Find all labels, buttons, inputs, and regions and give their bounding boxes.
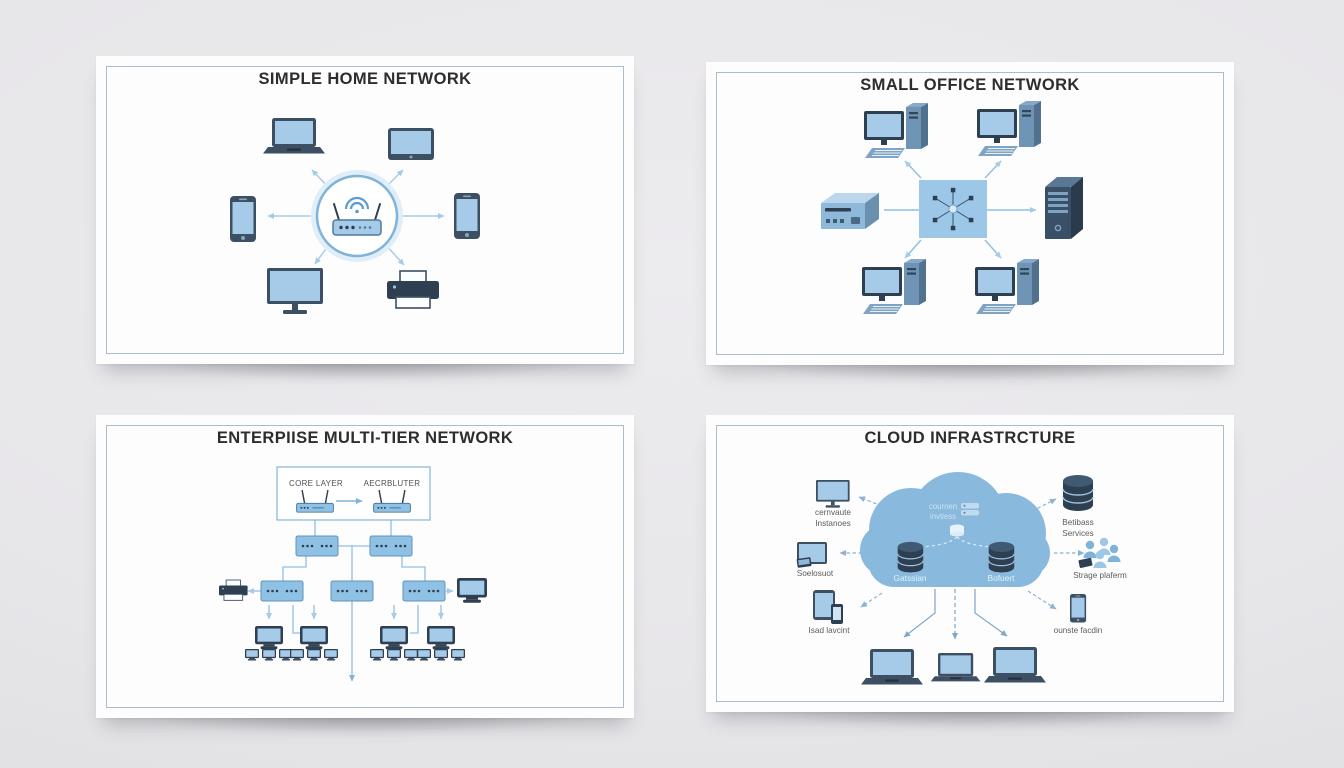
hub-spoke-icon bbox=[932, 187, 974, 231]
cloud-dashed-arrows bbox=[839, 496, 1085, 610]
database-icon bbox=[1062, 474, 1094, 512]
cloud-infrastructure-card: CLOUD INFRASTRCTURE cournen invtiess Gat… bbox=[706, 415, 1234, 712]
pc-group bbox=[245, 626, 293, 661]
database-icon bbox=[897, 541, 924, 574]
tablet-icon bbox=[388, 128, 434, 160]
load-client-label: Isad lavcint bbox=[809, 626, 851, 635]
distribution-label: AECRBLUTER bbox=[364, 479, 421, 488]
network-switch-icon bbox=[260, 580, 304, 602]
mini-monitor-icon bbox=[457, 578, 487, 603]
database-label-line2: Services bbox=[1062, 529, 1093, 538]
smartphone-icon bbox=[230, 196, 256, 242]
office-network-card: SMALL OFFICE NETWORK bbox=[706, 62, 1234, 365]
monitor-laptop-icon bbox=[796, 542, 827, 568]
database-label-line1: Betibass bbox=[1062, 518, 1093, 527]
enterprise-card-title: ENTERPIISE MULTI-TIER NETWORK bbox=[216, 429, 514, 447]
smartphone-icon bbox=[1070, 594, 1087, 623]
pc-group bbox=[370, 626, 418, 661]
cloud-infrastructure-diagram: cournen invtiess Gatssian Bofuert bbox=[796, 472, 1127, 685]
office-arrows bbox=[884, 160, 1037, 259]
tablet-phone-icon bbox=[813, 590, 843, 624]
enterprise-network-diagram: CORE LAYER AECRBLUTER bbox=[218, 466, 487, 682]
cloud-internal-label-line1: cournen bbox=[929, 502, 957, 511]
desktop-pc-icon bbox=[976, 100, 1042, 157]
pc-group bbox=[290, 626, 338, 661]
laptop-icon bbox=[930, 653, 981, 682]
home-network-diagram bbox=[230, 118, 480, 314]
monitor-icon bbox=[267, 268, 323, 314]
smartphone-icon bbox=[454, 193, 480, 239]
office-card-title: SMALL OFFICE NETWORK bbox=[860, 76, 1080, 94]
enterprise-network-card: ENTERPIISE MULTI-TIER NETWORK CORE LAYER… bbox=[96, 415, 634, 718]
compute-label-line1: cernvaute bbox=[815, 508, 851, 517]
database-icon bbox=[988, 541, 1015, 574]
monitor-icon bbox=[816, 480, 850, 508]
compute-label-line2: Instanoes bbox=[815, 519, 851, 528]
core-layer-label: CORE LAYER bbox=[289, 479, 343, 488]
solutions-label: Soelosuot bbox=[797, 569, 834, 578]
network-switch-icon bbox=[402, 580, 446, 602]
office-network-diagram bbox=[821, 100, 1084, 315]
laptop-icon bbox=[861, 649, 923, 685]
nas-server-icon bbox=[821, 193, 879, 229]
network-switch-icon bbox=[330, 580, 374, 602]
router-circle bbox=[315, 174, 399, 258]
laptop-icon bbox=[984, 647, 1046, 683]
tower-server-icon bbox=[1044, 176, 1084, 240]
onsite-client-label: ounste facdin bbox=[1054, 626, 1103, 635]
cloud-cluster-icon bbox=[950, 524, 964, 537]
db-right-label: Bofuert bbox=[987, 573, 1015, 583]
db-left-label: Gatssian bbox=[893, 573, 926, 583]
home-network-card: SIMPLE HOME NETWORK bbox=[96, 56, 634, 364]
cloud-internal-label-line2: invtiess bbox=[930, 512, 956, 521]
desktop-pc-icon bbox=[974, 258, 1040, 315]
pc-group bbox=[417, 626, 465, 661]
storage-platform-label: Strage plaferm bbox=[1073, 571, 1127, 580]
printer-icon bbox=[218, 579, 249, 601]
cloud-card-title: CLOUD INFRASTRCTURE bbox=[864, 429, 1076, 447]
network-switch-icon bbox=[295, 535, 339, 557]
enterprise-connectors bbox=[247, 520, 454, 682]
network-switch-icon bbox=[369, 535, 413, 557]
cloud-bottom-links bbox=[903, 589, 1008, 640]
desktop-pc-icon bbox=[861, 258, 927, 315]
desktop-pc-icon bbox=[863, 102, 929, 159]
printer-icon bbox=[386, 270, 440, 309]
users-cluster-icon bbox=[1078, 537, 1121, 569]
router-halo bbox=[311, 170, 403, 262]
laptop-icon bbox=[263, 118, 325, 154]
home-card-title: SIMPLE HOME NETWORK bbox=[258, 70, 472, 88]
